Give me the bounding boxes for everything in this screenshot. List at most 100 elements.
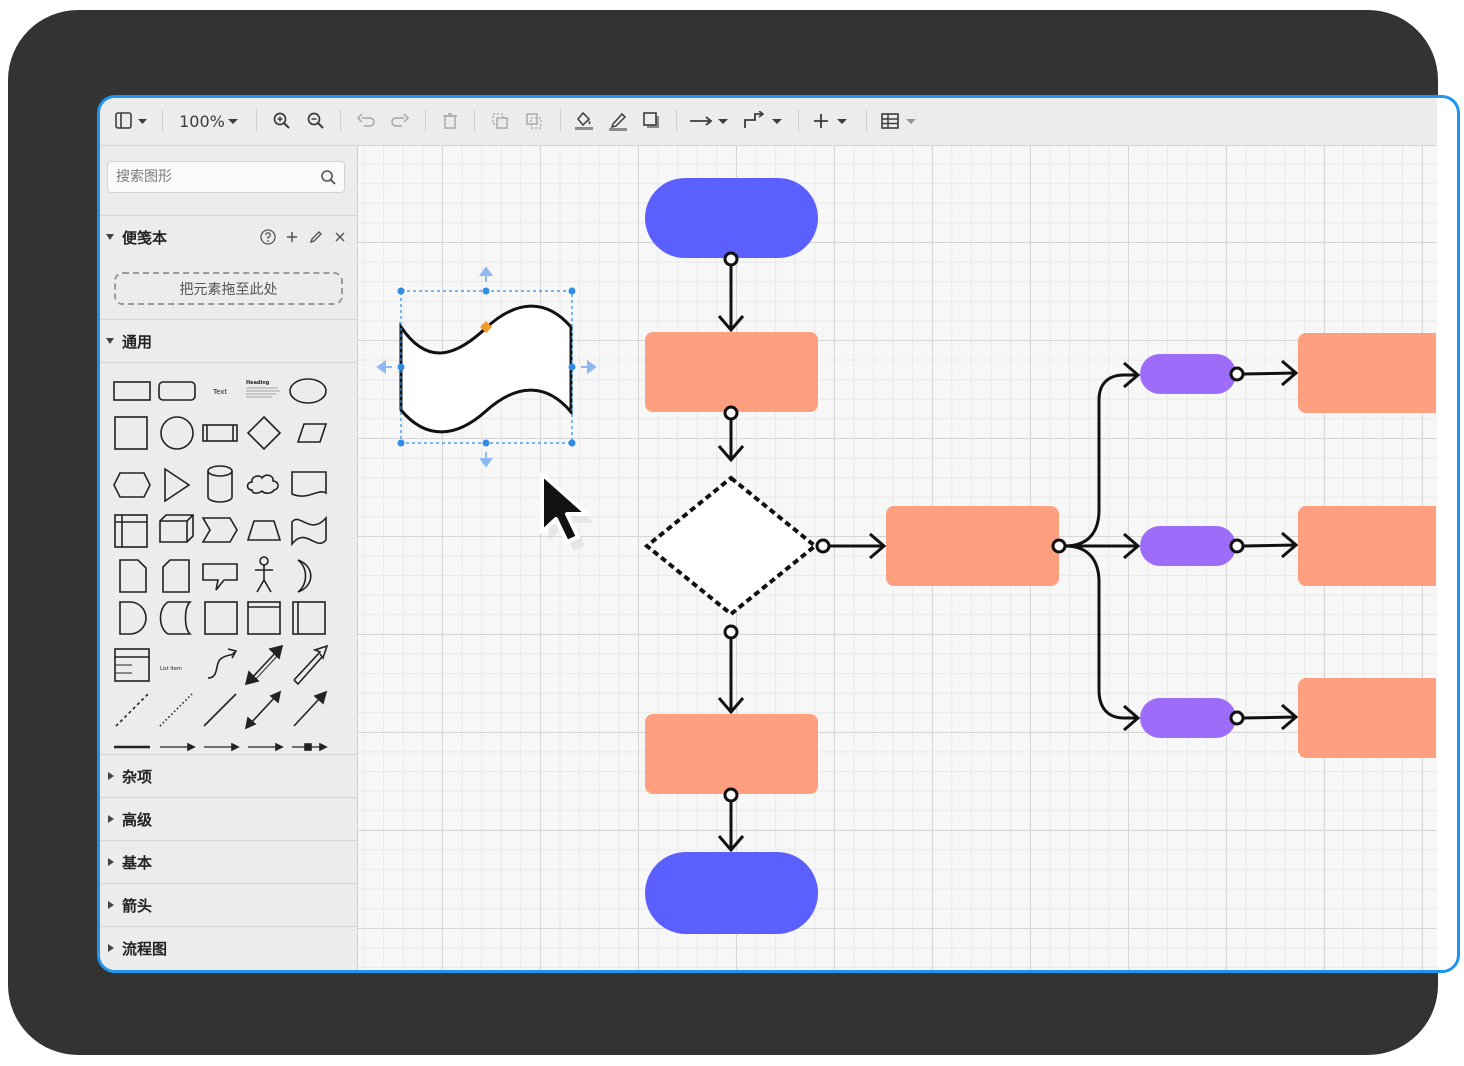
decision-diamond[interactable] — [643, 475, 819, 617]
shape-callout[interactable] — [202, 563, 238, 591]
shape-rounded-rectangle[interactable] — [158, 381, 196, 401]
search-input[interactable] — [116, 162, 316, 192]
shape-circle[interactable] — [160, 416, 194, 450]
shape-cube[interactable] — [159, 514, 194, 543]
shape-card[interactable] — [162, 559, 190, 593]
shape-actor[interactable] — [255, 556, 273, 593]
sidebar-toggle-button[interactable] — [114, 108, 154, 134]
shape-vertical-container[interactable] — [292, 601, 326, 635]
connection-point[interactable] — [1229, 366, 1245, 382]
resize-handle[interactable] — [568, 287, 576, 295]
resize-handle[interactable] — [397, 363, 405, 371]
shape-connector-symbol[interactable] — [292, 742, 328, 752]
waypoints-button[interactable] — [742, 108, 788, 134]
connector-pill2-to-box2[interactable] — [1242, 531, 1299, 559]
shape-arrow[interactable] — [293, 644, 329, 686]
resize-handle[interactable] — [482, 439, 490, 447]
branch-pill-1[interactable] — [1140, 354, 1236, 394]
connector-decision-to-process3[interactable] — [829, 532, 887, 560]
selected-tape-shape[interactable] — [376, 266, 597, 468]
process-box-1[interactable] — [645, 332, 818, 412]
list-item-label[interactable]: List Item — [160, 666, 182, 672]
connection-point[interactable] — [1051, 538, 1067, 554]
shape-cylinder[interactable] — [207, 465, 233, 503]
start-terminal[interactable] — [645, 178, 818, 258]
edit-icon[interactable] — [307, 228, 325, 246]
section-arrows[interactable]: 箭头 — [100, 883, 357, 926]
to-back-button[interactable] — [522, 108, 546, 134]
connector-pill1-to-box1[interactable] — [1242, 359, 1299, 387]
shape-bidirectional-connector[interactable] — [244, 690, 282, 730]
resize-handle[interactable] — [482, 287, 490, 295]
quick-connect-arrows[interactable] — [376, 266, 597, 468]
resize-handle[interactable] — [397, 287, 405, 295]
shape-dashed-line[interactable] — [115, 693, 149, 727]
shape-delay[interactable] — [119, 601, 147, 635]
result-box-1[interactable] — [1298, 333, 1458, 413]
close-icon[interactable] — [331, 228, 349, 246]
connection-point[interactable] — [723, 624, 739, 640]
insert-button[interactable] — [812, 108, 854, 134]
shape-container[interactable] — [204, 601, 238, 635]
shape-dotted-line[interactable] — [159, 693, 193, 727]
process-box-3[interactable] — [886, 506, 1059, 586]
result-box-3[interactable] — [1298, 678, 1458, 758]
shape-directional-connector[interactable] — [293, 690, 328, 727]
shape-square[interactable] — [114, 416, 148, 450]
process-box-2[interactable] — [645, 714, 818, 794]
section-flowchart[interactable]: 流程图 — [100, 926, 357, 969]
resize-handle[interactable] — [568, 439, 576, 447]
shape-cloud[interactable] — [246, 474, 279, 494]
section-advanced[interactable]: 高级 — [100, 797, 357, 840]
shape-or[interactable] — [297, 559, 312, 593]
connection-point[interactable] — [723, 405, 739, 421]
shape-tape[interactable] — [291, 515, 327, 547]
redo-button[interactable] — [388, 108, 412, 134]
undo-button[interactable] — [354, 108, 378, 134]
connector-decision-to-process2[interactable] — [717, 638, 745, 715]
shape-step[interactable] — [201, 517, 238, 543]
shape-adjust-handle[interactable] — [480, 321, 492, 333]
shape-swimlane[interactable] — [247, 601, 281, 635]
connector-pill3-to-box3[interactable] — [1242, 703, 1299, 731]
shape-connector-2-labels[interactable] — [204, 742, 240, 752]
help-icon[interactable] — [259, 228, 277, 246]
shape-trapezoid[interactable] — [246, 520, 282, 541]
shape-connector-label[interactable] — [160, 742, 196, 752]
end-terminal[interactable] — [645, 852, 818, 934]
resize-handle[interactable] — [568, 363, 576, 371]
shape-line[interactable] — [203, 693, 237, 727]
scratchpad-drop-zone[interactable]: 把元素拖至此处 — [114, 272, 343, 305]
shape-rectangle[interactable] — [113, 381, 151, 401]
shape-data-storage[interactable] — [159, 601, 192, 635]
shape-ellipse[interactable] — [289, 378, 327, 404]
section-scratchpad[interactable]: 便笺本 — [100, 215, 357, 258]
shape-connector-3-labels[interactable] — [248, 742, 284, 752]
section-basic[interactable]: 基本 — [100, 840, 357, 883]
shape-curve[interactable] — [207, 648, 238, 679]
shape-bidirectional-arrow[interactable] — [244, 644, 284, 686]
connection-point[interactable] — [1229, 538, 1245, 554]
section-misc[interactable]: 杂项 — [100, 754, 357, 797]
connector-start-to-process1[interactable] — [717, 264, 745, 333]
shape-hexagon[interactable] — [113, 472, 151, 498]
shape-note[interactable] — [119, 559, 147, 593]
shape-parallelogram[interactable] — [296, 423, 328, 443]
connector-process3-to-pill1[interactable] — [1064, 361, 1141, 548]
heading-shape-label[interactable]: Heading — [246, 380, 270, 386]
zoom-out-button[interactable] — [304, 108, 328, 134]
zoom-in-button[interactable] — [270, 108, 294, 134]
search-icon[interactable] — [320, 169, 338, 187]
text-shape-label[interactable]: Text — [212, 388, 227, 396]
shape-triangle[interactable] — [164, 467, 191, 503]
zoom-dropdown[interactable]: 100% — [174, 108, 246, 134]
fill-color-button[interactable] — [572, 108, 596, 134]
delete-button[interactable] — [438, 108, 462, 134]
shape-diamond[interactable] — [246, 415, 282, 451]
to-front-button[interactable] — [488, 108, 512, 134]
connector-process3-to-pill3[interactable] — [1064, 544, 1141, 732]
shadow-button[interactable] — [640, 108, 664, 134]
connector-process1-to-decision[interactable] — [717, 419, 745, 463]
shape-internal-storage[interactable] — [114, 514, 148, 548]
line-color-button[interactable] — [606, 108, 630, 134]
